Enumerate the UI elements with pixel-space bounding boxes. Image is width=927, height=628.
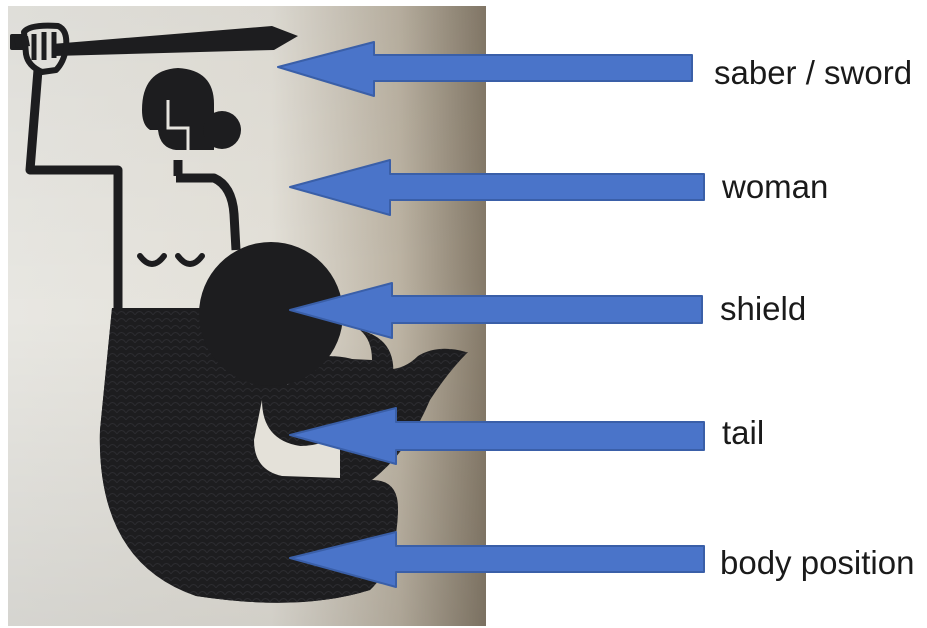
labels: saber / sword woman shield tail body pos… xyxy=(714,54,914,581)
label-body-position: body position xyxy=(720,544,914,581)
label-tail: tail xyxy=(722,414,764,451)
label-shield: shield xyxy=(720,290,806,327)
label-saber-sword: saber / sword xyxy=(714,54,912,91)
label-woman: woman xyxy=(721,168,828,205)
